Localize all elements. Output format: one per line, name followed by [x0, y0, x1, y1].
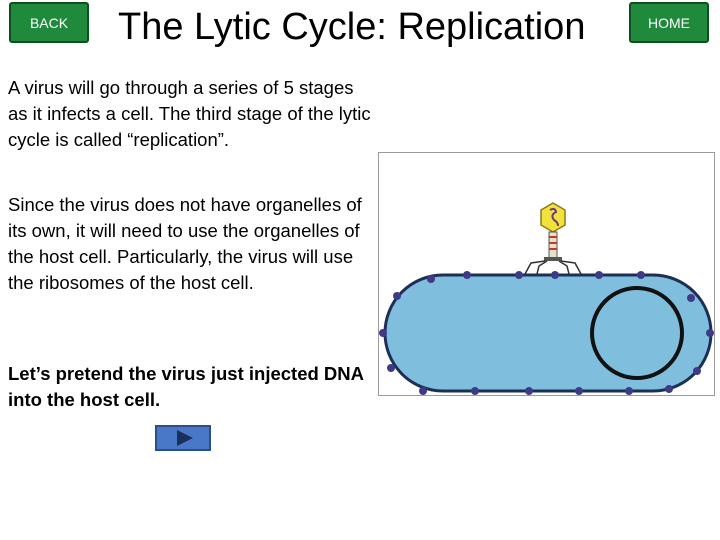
back-button[interactable]: BACK [9, 2, 89, 43]
page-title: The Lytic Cycle: Replication [118, 6, 586, 48]
bacteriophage-icon [524, 202, 582, 275]
organelles-paragraph: Since the virus does not have organelles… [8, 194, 362, 293]
instruction-paragraph: Let’s pretend the virus just injected DN… [8, 363, 364, 410]
play-icon [177, 430, 193, 446]
cell-surface-proteins [379, 271, 714, 395]
host-cell [379, 271, 714, 395]
intro-paragraph: A virus will go through a series of 5 st… [8, 77, 371, 150]
nucleus [590, 286, 684, 380]
lytic-cycle-illustration [378, 152, 715, 396]
play-button[interactable] [155, 425, 211, 451]
home-button[interactable]: HOME [629, 2, 709, 43]
